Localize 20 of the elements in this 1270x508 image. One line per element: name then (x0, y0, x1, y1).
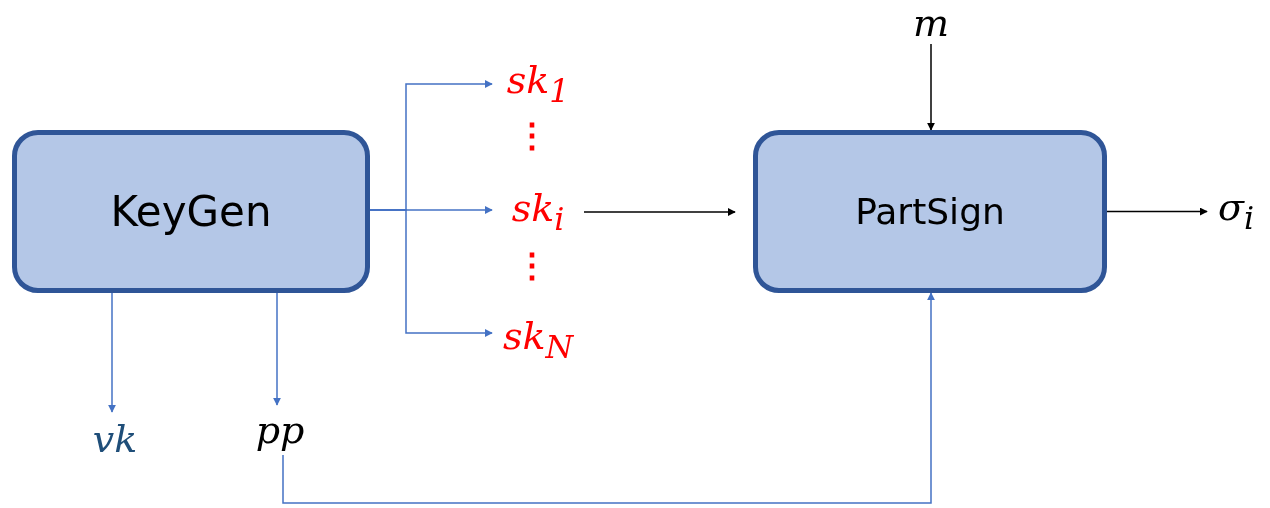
math-symbol: vk (92, 420, 138, 458)
math-symbol: σ$_{i}$ (1217, 187, 1255, 235)
box-label: KeyGen (110, 190, 272, 233)
process-box (12, 130, 370, 293)
vertical-ellipsis: ⋮ (515, 248, 549, 282)
process-box (753, 130, 1107, 293)
arrow (282, 292, 935, 504)
math-symbol: pp (255, 411, 305, 449)
box-label: PartSign (855, 193, 1005, 230)
arrow (369, 209, 493, 337)
arrow (1106, 207, 1208, 216)
math-symbol: sk$_{N}$ (502, 316, 574, 364)
math-symbol: m (912, 4, 949, 42)
arrow (583, 208, 736, 216)
math-symbol: sk$_{1}$ (506, 60, 570, 108)
arrow (108, 292, 116, 413)
vertical-ellipsis: ⋮ (515, 118, 549, 152)
arrow (273, 292, 281, 406)
math-symbol: sk$_{i}$ (511, 188, 565, 236)
arrow (927, 43, 935, 131)
